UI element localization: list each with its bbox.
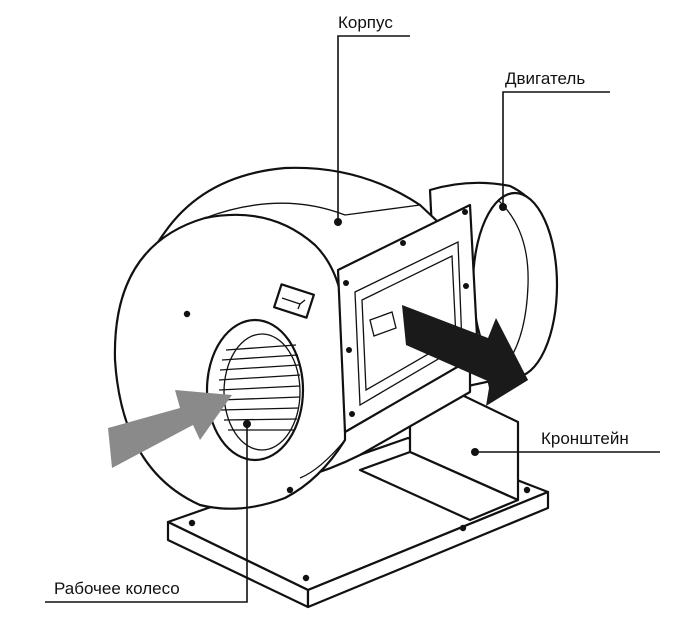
label-motor: Двигатель — [505, 69, 585, 88]
label-bracket: Кронштейн — [541, 429, 629, 448]
leader-lines — [45, 35, 660, 603]
label-impeller: Рабочее колесо — [54, 579, 180, 598]
inflow-arrow — [108, 390, 232, 468]
impeller — [205, 318, 305, 462]
rating-plate — [273, 283, 315, 319]
label-housing: Корпус — [338, 13, 393, 32]
housing-bolts — [183, 218, 342, 494]
